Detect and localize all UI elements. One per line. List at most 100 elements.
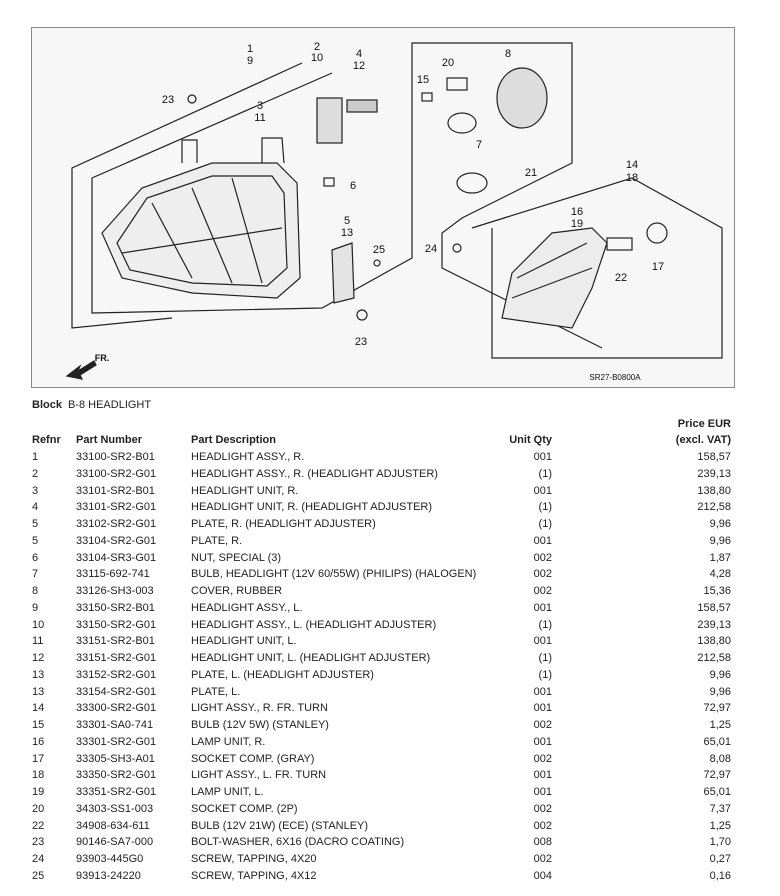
cell-description: HEADLIGHT UNIT, L. bbox=[191, 635, 297, 648]
cell-qty: 002 bbox=[533, 802, 552, 815]
header-refnr: Refnr bbox=[32, 434, 61, 446]
cell-part-number: 33301-SA0-741 bbox=[76, 719, 154, 731]
cell-part-number: 33150-SR2-G01 bbox=[76, 618, 157, 631]
callout-18: 18 bbox=[626, 172, 638, 184]
cell-qty: 001 bbox=[533, 635, 552, 648]
cell-description: HEADLIGHT ASSY., L. (HEADLIGHT ADJUSTER) bbox=[191, 618, 437, 631]
cell-qty: 001 bbox=[533, 786, 552, 798]
cell-refnr: 1 bbox=[32, 451, 39, 463]
cell-part-number: 33104-SR3-G01 bbox=[76, 551, 157, 564]
cell-part-number: 33300-SR2-G01 bbox=[76, 702, 157, 715]
cell-qty: 002 bbox=[533, 719, 552, 731]
cell-description: PLATE, L. (HEADLIGHT ADJUSTER) bbox=[191, 668, 374, 681]
cell-price: 1,87 bbox=[709, 551, 731, 564]
cell-refnr: 18 bbox=[32, 769, 45, 782]
cell-qty: 002 bbox=[533, 551, 552, 564]
header-qty: Unit Qty bbox=[509, 434, 552, 446]
callout-5: 5 bbox=[344, 215, 350, 227]
cell-refnr: 6 bbox=[32, 551, 39, 564]
cell-qty: 001 bbox=[533, 534, 552, 547]
cell-part-number: 93903-445G0 bbox=[76, 853, 144, 865]
cell-price: 212,58 bbox=[697, 501, 731, 514]
cell-qty: 002 bbox=[533, 853, 552, 865]
callout-19: 19 bbox=[571, 218, 583, 230]
cell-part-number: 33151-SR2-B01 bbox=[76, 635, 155, 648]
cell-price: 65,01 bbox=[703, 786, 731, 798]
callout-21: 21 bbox=[525, 167, 537, 179]
cell-refnr: 10 bbox=[32, 618, 45, 631]
cell-refnr: 7 bbox=[32, 568, 39, 581]
cell-description: HEADLIGHT UNIT, R. (HEADLIGHT ADJUSTER) bbox=[191, 501, 433, 514]
cell-qty: (1) bbox=[538, 501, 552, 514]
cell-part-number: 33104-SR2-G01 bbox=[76, 534, 157, 547]
cell-price: 4,28 bbox=[709, 568, 731, 581]
cell-price: 0,16 bbox=[709, 869, 731, 882]
cell-refnr: 2 bbox=[32, 467, 39, 480]
table-row: 11 33151-SR2-B01 HEADLIGHT UNIT, L. 001 138,… bbox=[0, 635, 780, 651]
cell-price: 1,25 bbox=[709, 719, 731, 731]
callout-20: 20 bbox=[442, 57, 454, 69]
cell-refnr: 9 bbox=[32, 601, 39, 614]
cell-price: 138,80 bbox=[697, 484, 731, 497]
cell-part-number: 33100-SR2-G01 bbox=[76, 467, 157, 480]
header-price-vat: (excl. VAT) bbox=[675, 434, 731, 446]
cell-part-number: 33301-SR2-G01 bbox=[76, 735, 157, 748]
cell-refnr: 5 bbox=[32, 518, 39, 530]
cell-qty: (1) bbox=[538, 518, 552, 530]
cell-qty: 004 bbox=[533, 869, 552, 882]
cell-description: HEADLIGHT UNIT, L. (HEADLIGHT ADJUSTER) bbox=[191, 652, 431, 664]
callout-25: 25 bbox=[373, 244, 385, 256]
callout-9: 9 bbox=[247, 55, 253, 67]
cell-refnr: 12 bbox=[32, 652, 45, 664]
cell-price: 72,97 bbox=[703, 769, 731, 782]
cell-description: HEADLIGHT ASSY., R. (HEADLIGHT ADJUSTER) bbox=[191, 467, 438, 480]
cell-price: 158,57 bbox=[697, 601, 731, 614]
callout-23: 23 bbox=[162, 94, 174, 106]
cell-price: 1,25 bbox=[709, 819, 731, 832]
cell-price: 9,96 bbox=[709, 668, 731, 681]
table-row: 15 33301-SA0-741 BULB (12V 5W) (STANLEY) 00… bbox=[0, 719, 780, 735]
callout-12: 12 bbox=[353, 60, 365, 72]
parts-diagram: 1 9 2 10 4 12 23 3 11 20 8 15 7 21 6 14 … bbox=[31, 27, 735, 388]
cell-description: BULB (12V 5W) (STANLEY) bbox=[191, 719, 329, 731]
cell-description: BOLT-WASHER, 6X16 (DACRO COATING) bbox=[191, 836, 405, 849]
cell-qty: 001 bbox=[533, 601, 552, 614]
cell-refnr: 11 bbox=[32, 635, 44, 648]
cell-description: SCREW, TAPPING, 4X20 bbox=[191, 853, 317, 865]
cell-description: BULB, HEADLIGHT (12V 60/55W) (PHILIPS) (… bbox=[191, 568, 477, 581]
cell-qty: 001 bbox=[533, 685, 552, 698]
cell-refnr: 13 bbox=[32, 685, 45, 698]
cell-description: COVER, RUBBER bbox=[191, 585, 283, 597]
cell-part-number: 33350-SR2-G01 bbox=[76, 769, 157, 782]
cell-refnr: 15 bbox=[32, 719, 45, 731]
cell-qty: 001 bbox=[533, 735, 552, 748]
cell-qty: 002 bbox=[533, 819, 552, 832]
callout-13: 13 bbox=[341, 227, 353, 239]
header-description: Part Description bbox=[191, 434, 276, 446]
cell-price: 8,08 bbox=[709, 752, 731, 765]
cell-part-number: 33115-692-741 bbox=[76, 568, 150, 581]
callout-23b: 23 bbox=[355, 336, 367, 348]
cell-price: 212,58 bbox=[697, 652, 731, 664]
callout-17: 17 bbox=[652, 261, 664, 273]
cell-qty: 001 bbox=[533, 451, 552, 463]
cell-part-number: 33100-SR2-B01 bbox=[76, 451, 155, 463]
cell-part-number: 33101-SR2-G01 bbox=[76, 501, 157, 514]
cell-description: PLATE, R. (HEADLIGHT ADJUSTER) bbox=[191, 518, 376, 530]
cell-price: 138,80 bbox=[697, 635, 731, 648]
callout-10: 10 bbox=[311, 52, 323, 64]
cell-qty: 001 bbox=[533, 702, 552, 715]
